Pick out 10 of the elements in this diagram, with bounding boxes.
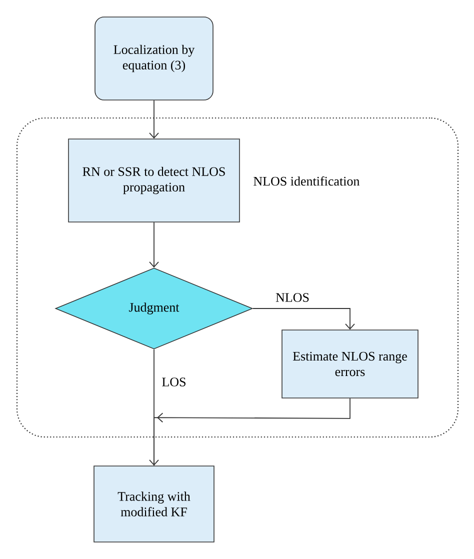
arrow — [149, 348, 159, 466]
arrow — [149, 100, 159, 139]
arrow — [149, 222, 159, 268]
process-box: Tracking with modified KF — [94, 466, 214, 542]
process-box: RN or SSR to detect NLOS propagation — [68, 138, 240, 222]
process-box: Localization by equation (3) — [94, 16, 214, 100]
process-box: Estimate NLOS range errors — [282, 330, 418, 398]
edge-label: LOS — [160, 376, 188, 388]
edge-label: NLOS — [274, 292, 310, 303]
arrow — [252, 308, 355, 330]
